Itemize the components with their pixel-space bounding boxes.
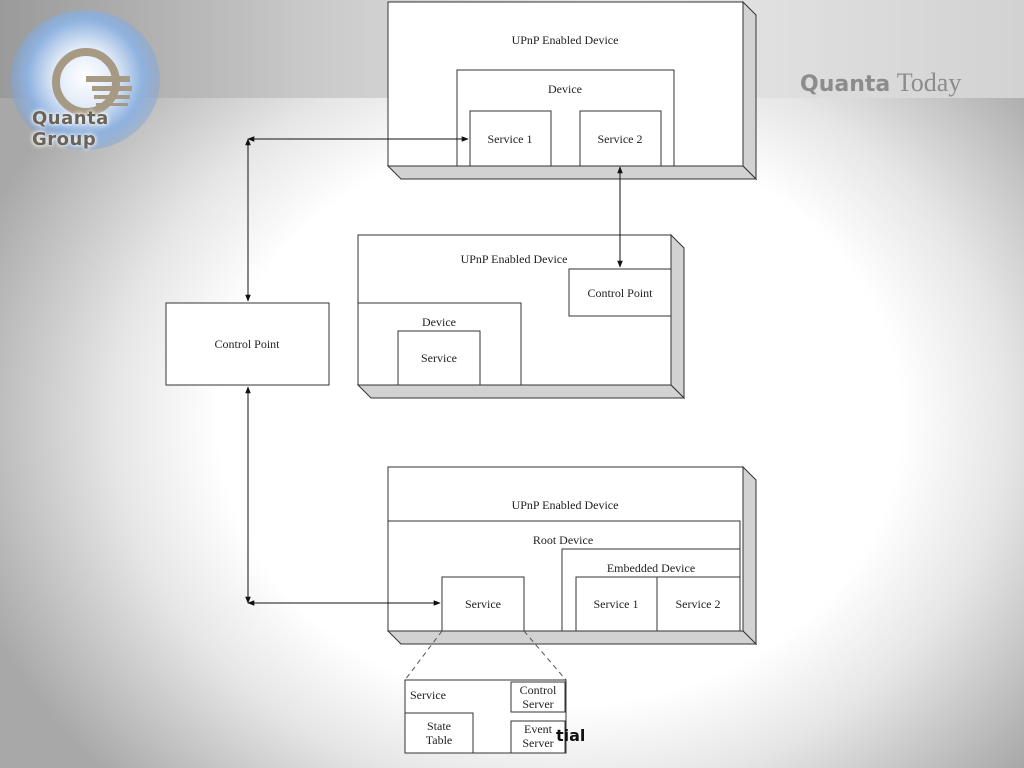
bottom-upnp-device: UPnP Enabled Device Root Device Embedded… [386,465,758,646]
top-service1-box [469,110,552,167]
middle-control-point-label: Control Point [587,286,653,300]
middle-device-shadow-bottom [356,384,686,399]
zoom-line-left [404,630,443,681]
service-detail: Service Control Server State Table Event… [404,630,567,754]
bottom-service2-label: Service 2 [676,597,721,611]
bottom-service1-box [575,576,658,632]
event-server-line1: Event [524,722,553,736]
footer-fragment: tial [556,726,586,745]
top-device-title: UPnP Enabled Device [512,33,619,47]
event-server-line2: Server [522,736,553,750]
left-control-point-label: Control Point [214,337,280,351]
bottom-device-shadow-bottom [386,630,758,645]
connectors [245,136,623,606]
brand-title: Quanta Today [800,68,961,98]
top-device-shadow-bottom [386,165,758,180]
root-device-label: Root Device [533,533,593,547]
embedded-device-label: Embedded Device [607,561,695,575]
middle-device-label: Device [422,315,456,329]
middle-device-title: UPnP Enabled Device [461,252,568,266]
left-control-point: Control Point [165,302,330,386]
middle-service-label: Service [421,351,457,365]
state-table-line1: State [427,719,451,733]
middle-service-box [397,330,481,386]
brand-part2: Today [896,68,962,97]
bottom-device-title: UPnP Enabled Device [512,498,619,512]
control-server-box [510,681,566,713]
top-upnp-device: UPnP Enabled Device Device Service 1 Ser… [386,0,758,181]
control-server-line2: Server [522,697,553,711]
middle-control-point-box [568,268,672,317]
zoom-line-right [523,630,567,681]
quanta-group-logo: Quanta Group [8,10,168,150]
brand-part1: Quanta [800,72,891,97]
event-server-box [510,720,566,754]
bottom-device-shadow-side [742,465,757,646]
detail-service-label: Service [410,688,446,702]
bottom-service2-box [656,576,741,632]
q-emblem-icon [52,48,132,116]
bottom-service-label: Service [465,597,501,611]
control-server-line1: Control [520,683,557,697]
state-table-line2: Table [426,733,452,747]
middle-upnp-device: UPnP Enabled Device Device Service Contr… [356,233,686,400]
top-service1-label: Service 1 [488,132,533,146]
left-control-point-box [165,302,330,386]
top-device-label: Device [548,82,582,96]
bottom-service-box [441,576,525,632]
logo-glow [10,10,160,150]
state-table-box [404,712,474,754]
top-service2-box [579,110,662,167]
top-service2-label: Service 2 [598,132,643,146]
bottom-service1-label: Service 1 [594,597,639,611]
middle-device-shadow-side [670,233,685,400]
top-device-shadow-side [742,0,757,181]
logo-text: Quanta Group [32,108,109,150]
